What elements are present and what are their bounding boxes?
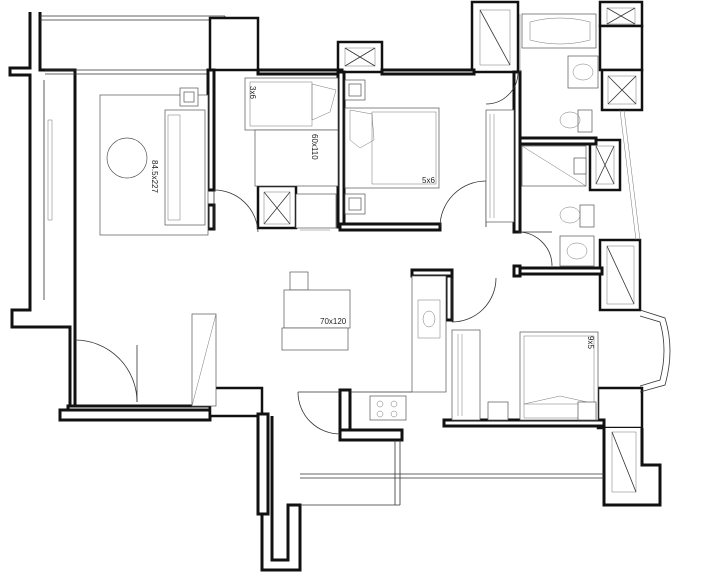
exterior-walls xyxy=(8,12,226,422)
bathrooms xyxy=(521,13,641,267)
living-furniture: 84.5x227 xyxy=(99,87,217,407)
structural-columns xyxy=(208,0,644,430)
label-main-bedroom: 5x6 xyxy=(422,176,435,185)
third-bedroom: 9x5 xyxy=(451,329,599,421)
doors xyxy=(74,71,553,435)
label-dining-table: 70x120 xyxy=(320,317,347,326)
main-bedroom: 5x6 xyxy=(344,79,515,223)
label-sofa-size: 84.5x227 xyxy=(150,160,159,193)
dining-kitchen: 70x120 xyxy=(281,271,447,421)
label-wardrobe: 60x110 xyxy=(310,134,319,160)
lower-balcony xyxy=(300,14,604,506)
label-small-bedroom: 3x6 xyxy=(248,86,257,99)
label-third-bedroom: 9x5 xyxy=(586,336,595,349)
small-bedroom: 3x6 60x110 xyxy=(244,77,339,231)
